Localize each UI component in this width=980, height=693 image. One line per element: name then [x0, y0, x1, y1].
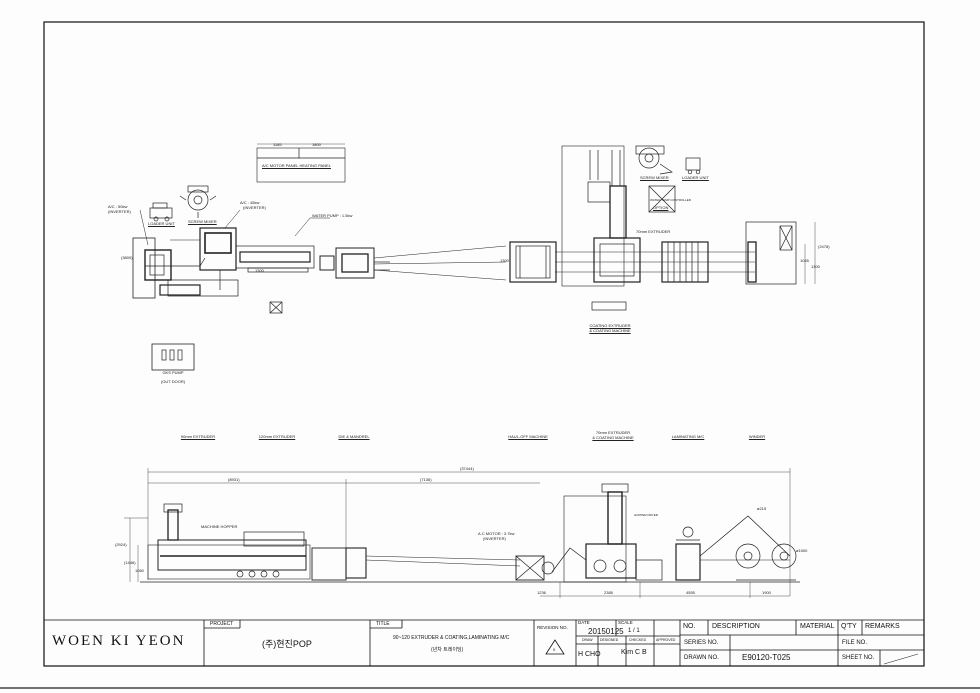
dim-2385: 2385 [604, 590, 613, 595]
drawn-no-value: E90120-T025 [742, 653, 791, 662]
heading-ext70-b: & COATING MACHINE [592, 435, 634, 440]
winder-plan [745, 221, 797, 285]
label-water-temp: WATER TEMP CONTROLLER [650, 198, 691, 202]
coating-extruder-plan [561, 145, 641, 311]
extruder-90-plan [132, 237, 239, 299]
series-label: SERIES NO. [684, 640, 719, 646]
die-mandrel-plan [319, 247, 390, 279]
label-out-door: (OUT DOOR) [160, 379, 186, 384]
sheet-label: SHEET NO. [842, 655, 875, 661]
label-screw-mixer-right: SCREW MIXER [640, 175, 669, 180]
haul-off-plan [509, 241, 557, 283]
gks-pump [151, 343, 195, 371]
title-label: TITLE [376, 621, 390, 627]
designed-label: DESIGNED [600, 638, 619, 642]
heading-laminating: LAMINATING M/C [671, 434, 705, 439]
scale-value: 1 / 1 [628, 628, 640, 634]
label-extruder-70: 70mm EXTRUDER [636, 229, 671, 234]
dim-1446: (1446) [124, 560, 136, 565]
heading-die-mandrel: DIE & MANDREL [338, 434, 370, 439]
dim-1236: 1236 [537, 590, 546, 595]
dim-1900: 1900 [762, 590, 771, 595]
draw-label: DRAW [582, 638, 593, 642]
drawing-title: 90~120 EXTRUDER & COATING,LAMINATING M/C [393, 635, 510, 641]
screw-mixer-left [179, 185, 217, 218]
label-ac-50kw: A/C : 50kw [108, 204, 128, 209]
dim-2924: (2924) [115, 542, 127, 547]
heading-ext-120: 120mm EXTRUDER [258, 434, 296, 439]
label-coating-machine: & COATING MACHINE [589, 328, 631, 333]
drawing-subtitle: (년차 트레이딩) [431, 647, 464, 653]
company-name: WOEN KI YEON [52, 633, 186, 649]
dim-1045: 1045 [800, 258, 809, 263]
material-label: MATERIAL [800, 623, 835, 630]
dim-4555: 4555 [686, 590, 695, 595]
project-name: (주)현진POP [262, 639, 312, 649]
label-inverter-3: (INVERTER) [483, 536, 506, 541]
approved-label: APPROVED [656, 638, 676, 642]
dim-1500: ø1500 [796, 548, 808, 553]
label-screw-mixer-left: SCREW MIXER [188, 219, 217, 224]
qty-label: Q'TY [841, 623, 857, 630]
dim-1060: 1060 [135, 568, 144, 573]
label-inverter-2: (INVERTER) [243, 205, 266, 210]
label-gks-pump: GKS PUMP [162, 370, 184, 375]
dim-37444: (37444) [460, 466, 474, 471]
dim-3800: (3800) [121, 255, 133, 260]
plan-view [132, 143, 816, 371]
heading-ext70-a: 70mm EXTRUDER [595, 430, 631, 435]
heading-winder: WINDER [748, 434, 766, 439]
dim-1300c: 1300 [811, 264, 820, 269]
label-ac-motor-panel: A/C MOTOR PANEL HEATING PANEL [262, 163, 331, 168]
dim-215: ø215 [757, 506, 767, 511]
label-inverter-1: (INVERTER) [108, 209, 131, 214]
scale-label: SCALE [618, 620, 633, 625]
title-block-grid [44, 619, 924, 666]
checked-label: CHECKED [629, 638, 647, 642]
drawn-no-label: DRAWN NO. [684, 655, 719, 661]
dim-1300a: 1300 [255, 268, 264, 273]
label-hopper-dryer: HOPPER DRYER [634, 513, 658, 517]
label-loader-unit-right: LOADER UNIT [682, 175, 709, 180]
dim-2478: (2478) [818, 244, 830, 249]
drawing-border [43, 21, 925, 667]
date-label: DATE [578, 620, 590, 625]
label-loader-unit-left: LOADER UNIT [148, 221, 175, 226]
label-machine-hopper: MACHINE HOPPER [201, 524, 238, 529]
screw-mixer-right [635, 145, 673, 175]
remarks-label: REMARKS [865, 623, 900, 630]
revision-label: REVISION NO. [537, 625, 568, 630]
label-ac-motor-37: A.C MOTOR : 3.7kw [478, 531, 515, 536]
heading-haul-off: HAUL-OFF MACHINE [508, 434, 548, 439]
revision-mark: 0 [553, 647, 556, 652]
loader-unit-left [149, 202, 173, 222]
label-option: OPTION [653, 205, 669, 210]
dim-1800: 1800 [312, 142, 321, 147]
no-label: NO. [683, 623, 696, 630]
dim-1300b: 1300 [500, 258, 509, 263]
label-coating-extruder: COATING EXTRUDER [589, 323, 631, 328]
dim-7136: (7136) [420, 477, 432, 482]
elevation-view [124, 468, 800, 598]
file-label: FILE NO. [842, 640, 868, 646]
date-value: 20150125 [588, 627, 624, 636]
project-label: PROJECT [210, 621, 234, 627]
checked-value: Kim C B [621, 649, 647, 656]
heading-ext-90: 90mm EXTRUDER [180, 434, 216, 439]
description-label: DESCRIPTION [712, 623, 760, 630]
dim-1185: 1185 [273, 142, 282, 147]
dim-8931: (8931) [228, 477, 240, 482]
winder-elevation [735, 543, 797, 581]
draw-value: H CHO [578, 651, 601, 658]
label-ac-45kw: A/C : 45kw [240, 200, 260, 205]
laminating-plan [661, 241, 709, 283]
extruder-120-plan [170, 227, 315, 290]
label-water-pump: WATER PUMP : 1.5kw [312, 213, 353, 218]
